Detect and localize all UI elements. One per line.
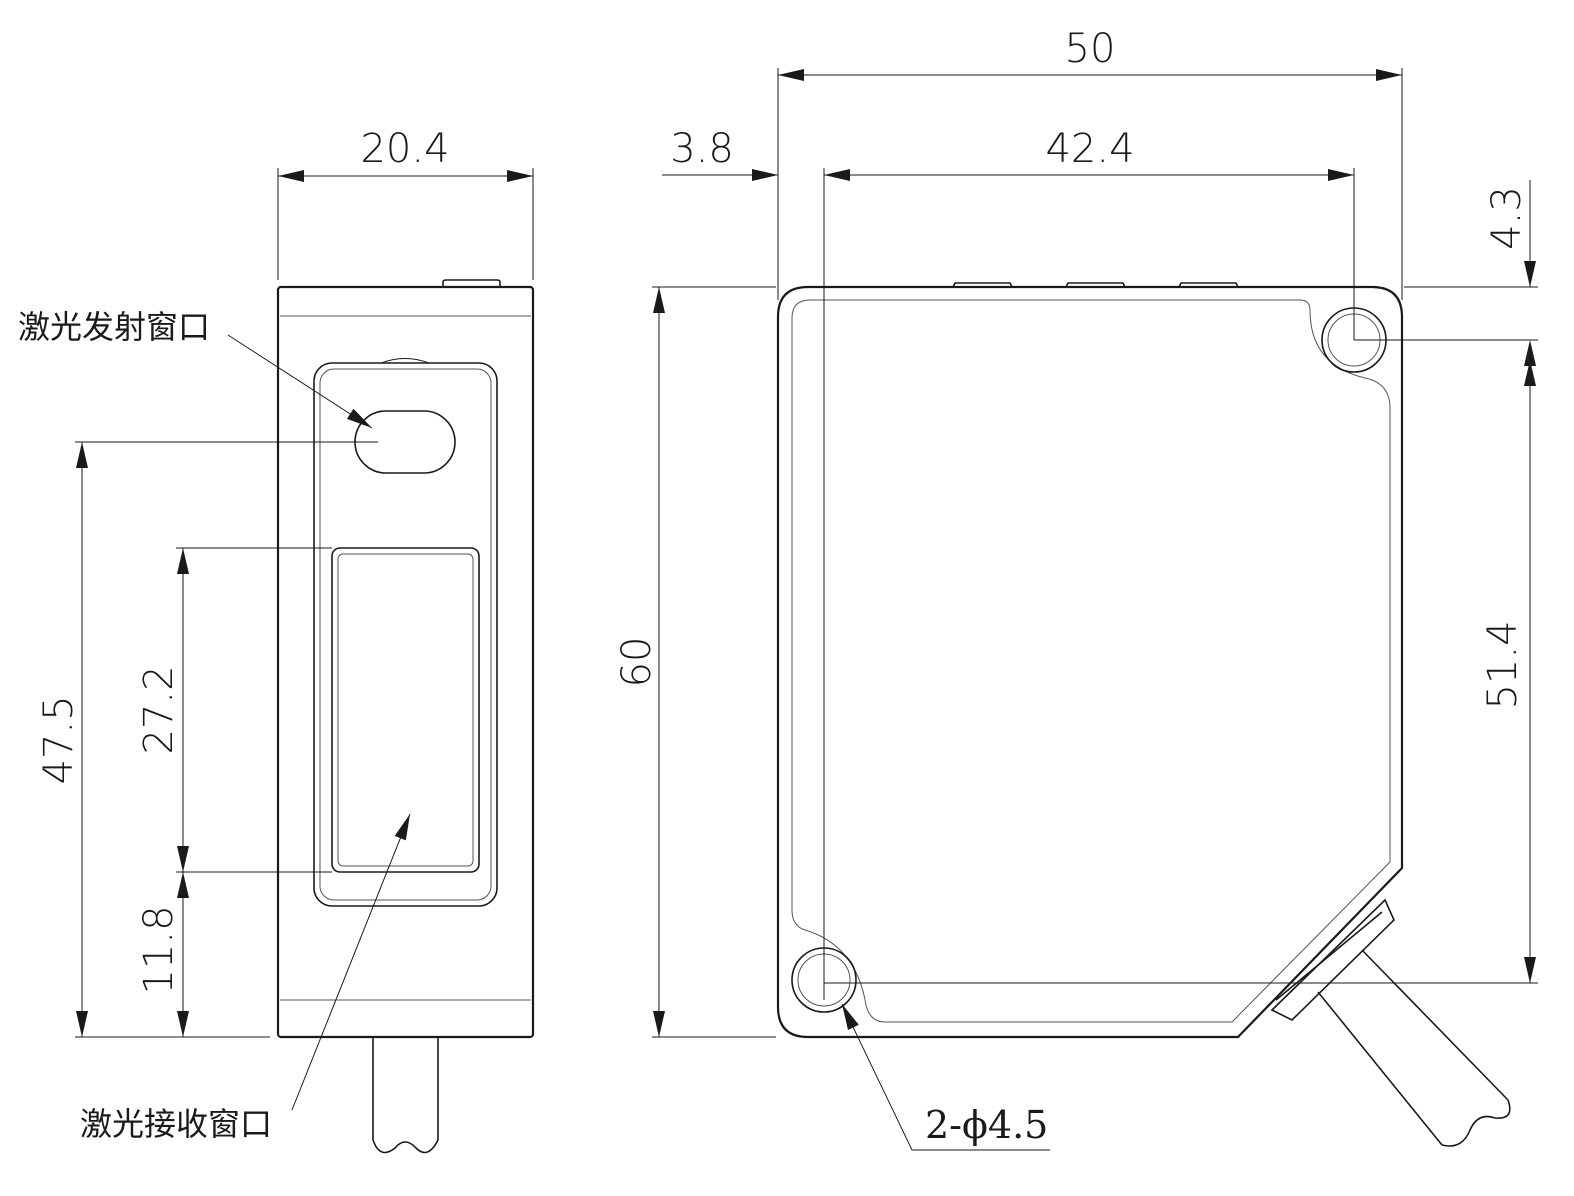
dim-hole-spacing: 42.4 [823,126,1355,1000]
hole-offset-text: 3.8 [670,126,734,172]
overall-width-text: 50 [1065,26,1116,72]
hole-vertical-text: 51.4 [1480,620,1526,709]
front-view: 20.4 47.5 27.2 11.8 [18,126,535,1154]
hole-callout: 2-ϕ4.5 [836,1001,1050,1151]
height-text: 60 [614,637,660,688]
dim-receiver-window: 27.2 [136,547,332,873]
dim-hole-vertical: 51.4 [824,360,1538,984]
dim-receiver-bottom: 11.8 [136,872,189,1037]
dim-front-width: 20.4 [277,126,534,280]
front-width-text: 20.4 [360,126,449,172]
front-housing [276,285,535,1039]
dim-overall-width: 50 [777,26,1403,300]
receiver-window-text: 27.2 [136,665,182,754]
front-cable [372,1037,439,1154]
emitter-label: 激光发射窗口 [18,308,210,346]
side-view: 50 42.4 3.8 60 [614,26,1538,1151]
receiver-leader: 激光接收窗口 [80,811,416,1143]
side-cable [1270,898,1511,1147]
dim-hole-offset: 3.8 [662,126,778,181]
hole-top-text: 4.3 [1484,186,1530,250]
window-frame [313,362,498,907]
emitter-leader: 激光发射窗口 [18,308,376,434]
receiver-bottom-text: 11.8 [136,905,182,994]
side-housing [776,285,1404,1039]
hole-callout-text: 2-ϕ4.5 [925,1103,1048,1147]
dim-height: 60 [614,286,776,1038]
hole-spacing-text: 42.4 [1045,126,1134,172]
receiver-window [331,547,480,873]
dim-emitter-height: 47.5 [36,441,378,1038]
dim-hole-top: 4.3 [1354,180,1538,366]
receiver-label: 激光接收窗口 [80,1105,272,1143]
emitter-height-text: 47.5 [36,695,82,784]
